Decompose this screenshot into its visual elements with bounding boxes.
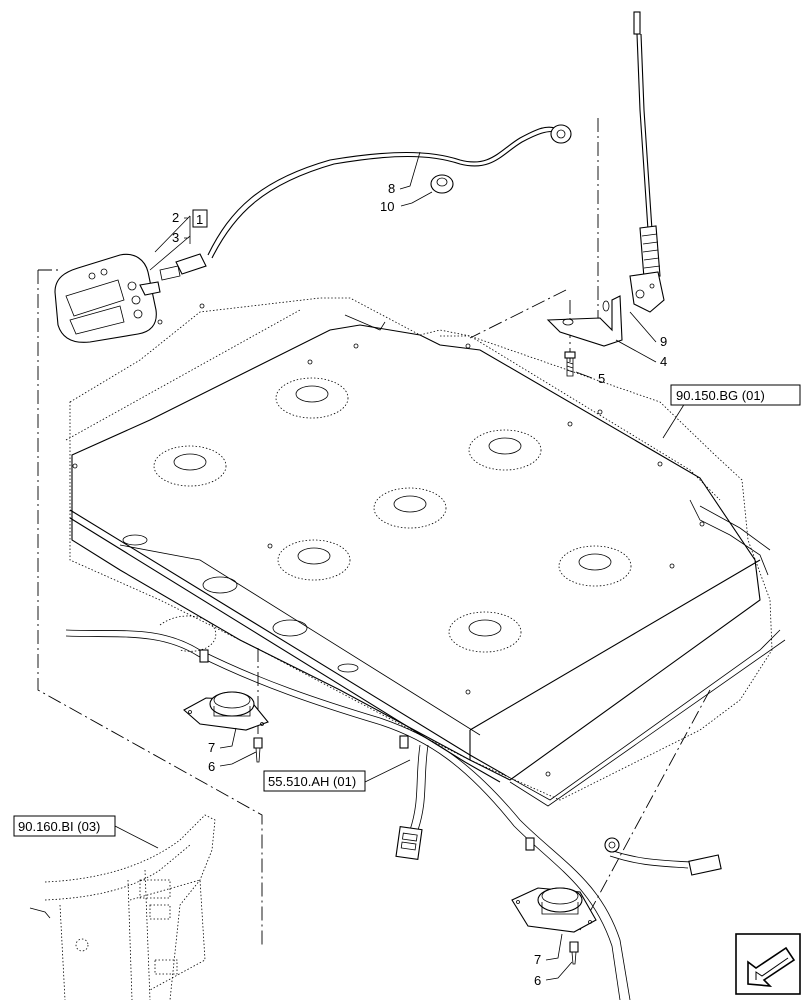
callout-1: 1 [196,212,203,227]
callout-10: 10 [380,199,394,214]
antenna-cable [159,124,572,281]
roof-ref-box [670,384,801,406]
leader-lines [114,151,691,981]
harness-ref-box [263,770,366,792]
callout-4: 4 [660,354,667,369]
callout-3: 3 [172,230,179,245]
speaker-right [511,887,597,933]
roof-ref-label: 90.150.BG (01) [676,388,765,403]
bolt-5 [564,351,576,377]
callout-5: 5 [598,371,605,386]
radio-unit [54,253,161,343]
screw-right [569,941,579,965]
antenna-assembly [629,11,665,313]
callout-6-left: 6 [208,759,215,774]
callout-8: 8 [388,181,395,196]
orientation-arrow-icon [735,933,801,995]
callout-9: 9 [660,334,667,349]
screw-left [253,737,263,763]
speaker-left [183,691,269,731]
antenna-bracket [546,295,623,347]
wiring-harness [65,615,722,1001]
callouts: 1 2 3 8 10 9 4 5 7 6 7 6 [172,181,667,988]
pillar-ref-label: 90.160.BI (03) [18,819,100,834]
callout-1-box [192,209,208,228]
cab-pillar [29,814,216,1001]
roof-panel [65,297,786,807]
pillar-ref-box [13,815,116,837]
bolt-holes [72,303,705,777]
reference-boxes: 90.150.BG (01) 55.510.AH (01) 90.160.BI … [13,384,801,837]
callout-7-left: 7 [208,740,215,755]
nut-10 [430,174,454,194]
callout-6-right: 6 [534,973,541,988]
assembly-lines [37,118,711,945]
mount-recesses [153,377,632,653]
harness-ref-label: 55.510.AH (01) [268,774,356,789]
callout-2: 2 [172,210,179,225]
callout-7-right: 7 [534,952,541,967]
